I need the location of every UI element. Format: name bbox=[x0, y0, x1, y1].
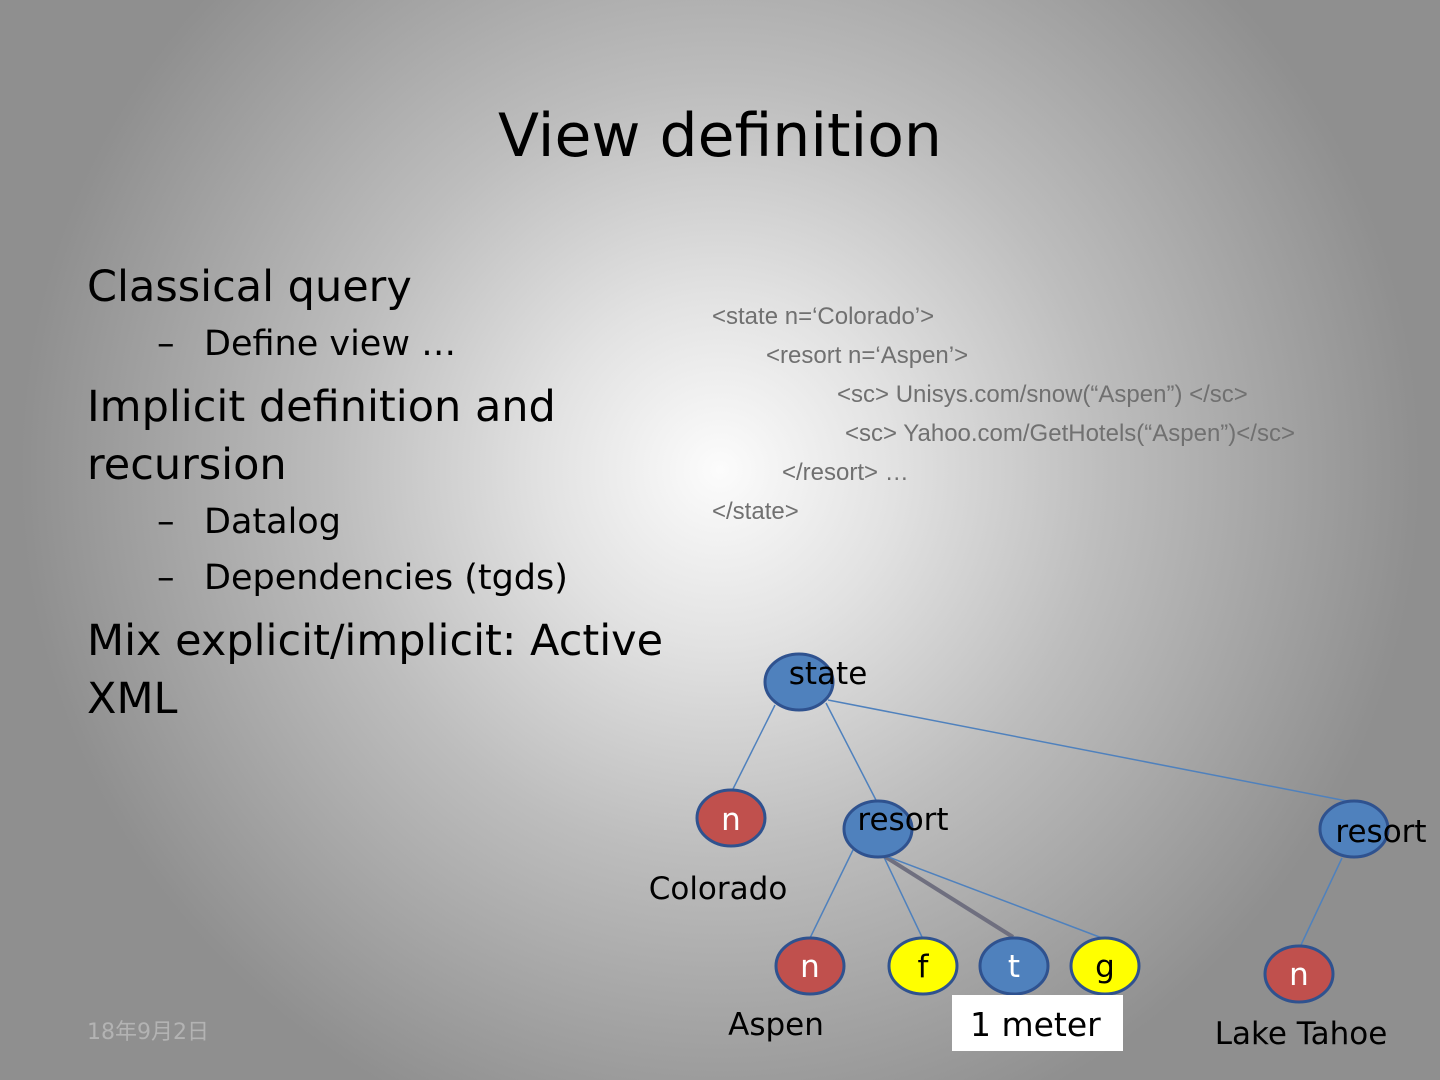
n-node-aspen-label: n bbox=[800, 949, 820, 985]
code-line-resort-close: </resort> … bbox=[782, 459, 909, 486]
resort-node-tahoe-label: resort bbox=[1335, 814, 1426, 850]
edge-resort-f bbox=[882, 854, 923, 938]
n-node-tahoe-label: n bbox=[1289, 957, 1309, 993]
n-node-tahoe bbox=[1263, 944, 1335, 1004]
dash-marker: – bbox=[157, 324, 175, 364]
resort-node-aspen bbox=[842, 799, 914, 859]
code-line-hotels-call: <sc> Yahoo.com/GetHotels(“Aspen”)</sc> bbox=[845, 420, 1295, 447]
resort-node-tahoe bbox=[1318, 799, 1390, 859]
sub-bullet-text: Define view … bbox=[204, 324, 457, 364]
sub-bullet-dependencies: – Dependencies (tgds) bbox=[157, 556, 677, 600]
n-node-colorado bbox=[695, 788, 767, 848]
edge-resort-n-tahoe bbox=[1300, 857, 1343, 946]
edge-resort-g bbox=[885, 855, 1103, 939]
f-node-label: f bbox=[918, 949, 930, 985]
edge-state-resort-tahoe bbox=[827, 699, 1353, 803]
bullet-classical-query: Classical query bbox=[87, 262, 412, 312]
callout-box bbox=[952, 995, 1123, 1051]
state-node bbox=[763, 652, 835, 712]
edge-state-n bbox=[732, 704, 776, 790]
code-line-state-open: <state n=‘Colorado’> bbox=[712, 303, 935, 330]
state-node-label: state bbox=[789, 656, 868, 692]
dash-marker: – bbox=[157, 502, 175, 542]
code-line-resort-open: <resort n=‘Aspen’> bbox=[766, 342, 969, 369]
slide-title: View definition bbox=[498, 101, 942, 171]
value-label-lake-tahoe: Lake Tahoe bbox=[1215, 1016, 1388, 1052]
code-line-state-close: </state> bbox=[712, 498, 799, 525]
t-node-label: t bbox=[1008, 949, 1020, 985]
callout-text: 1 meter bbox=[970, 1005, 1101, 1044]
t-node bbox=[978, 936, 1050, 996]
edge-resort-t bbox=[882, 854, 1015, 939]
g-node-label: g bbox=[1095, 949, 1115, 985]
code-line-snow-call: <sc> Unisys.com/snow(“Aspen”) </sc> bbox=[837, 381, 1248, 408]
bullet-list: Classical query – Define view … Implicit… bbox=[87, 258, 677, 734]
sub-bullet-datalog: – Datalog bbox=[157, 500, 677, 544]
bullet-active-xml: Mix explicit/implicit: Active XML bbox=[87, 616, 664, 724]
f-node bbox=[887, 936, 959, 996]
resort-node-aspen-label: resort bbox=[857, 802, 948, 838]
value-label-colorado: Colorado bbox=[649, 871, 788, 907]
dash-marker: – bbox=[157, 558, 175, 598]
edge-state-resort bbox=[825, 702, 879, 805]
g-node bbox=[1069, 936, 1141, 996]
footer-date: 18年9月2日 bbox=[87, 1020, 209, 1045]
n-node-aspen bbox=[774, 936, 846, 996]
sub-bullet-text: Datalog bbox=[204, 502, 341, 542]
sub-bullet-define-view: – Define view … bbox=[157, 322, 677, 366]
sub-bullet-text: Dependencies (tgds) bbox=[204, 558, 568, 598]
edge-resort-n bbox=[809, 849, 854, 939]
bullet-implicit-definition: Implicit definition and recursion bbox=[87, 382, 556, 490]
tree-edges bbox=[732, 699, 1353, 946]
value-label-aspen: Aspen bbox=[728, 1007, 824, 1043]
n-node-colorado-label: n bbox=[721, 802, 741, 838]
